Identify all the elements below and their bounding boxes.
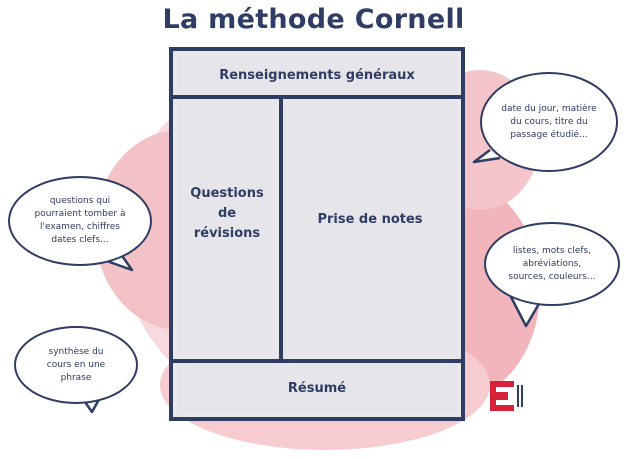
speech-bubble-general-info: date du jour, matière du cours, titre du…: [480, 72, 618, 172]
bubble-text-line: du cours, titre du: [510, 116, 588, 127]
bubble-text-line: dates clefs...: [51, 235, 109, 245]
page-title: La méthode Cornell: [162, 4, 465, 35]
speech-bubble-summary: synthèse du cours en une phrase: [14, 326, 138, 404]
speech-bubble-questions: questions qui pourraient tomber à l'exam…: [8, 176, 152, 266]
divider: [173, 359, 461, 363]
general-info-label: Renseignements généraux: [219, 67, 415, 83]
summary-label: Résumé: [287, 380, 347, 396]
questions-label-line: révisions: [193, 226, 261, 241]
bubble-text-line: l'examen, chiffres: [39, 222, 120, 232]
summary-section: Résumé: [177, 363, 457, 413]
questions-label-line: de: [217, 206, 237, 221]
speech-bubble-notes: listes, mots clefs, abréviations, source…: [484, 222, 620, 306]
note-taking-section: Prise de notes: [283, 101, 457, 357]
divider: [279, 97, 283, 361]
divider: [173, 95, 461, 99]
bubble-text-line: questions qui: [49, 196, 111, 206]
bubble-text-line: synthèse du: [48, 346, 104, 357]
bubble-text-line: pourraient tomber à: [34, 209, 126, 219]
brand-logo-icon: [490, 381, 523, 411]
revision-questions-section: Questions de révisions: [177, 101, 277, 357]
bubble-text-line: cours en une: [46, 359, 106, 370]
bubble-text-line: abréviations,: [522, 258, 582, 269]
note-taking-label: Prise de notes: [317, 211, 423, 227]
general-info-section: Renseignements généraux: [177, 55, 457, 95]
bubble-text-line: passage étudié...: [510, 129, 588, 140]
cornell-frame: Renseignements généraux Questions de rév…: [169, 47, 465, 421]
bubble-text-line: sources, couleurs...: [508, 271, 596, 282]
bubble-text-line: phrase: [60, 372, 92, 383]
bubble-text-line: date du jour, matière: [501, 103, 597, 114]
questions-label-line: Questions: [190, 186, 264, 201]
bubble-text-line: listes, mots clefs,: [512, 245, 592, 256]
